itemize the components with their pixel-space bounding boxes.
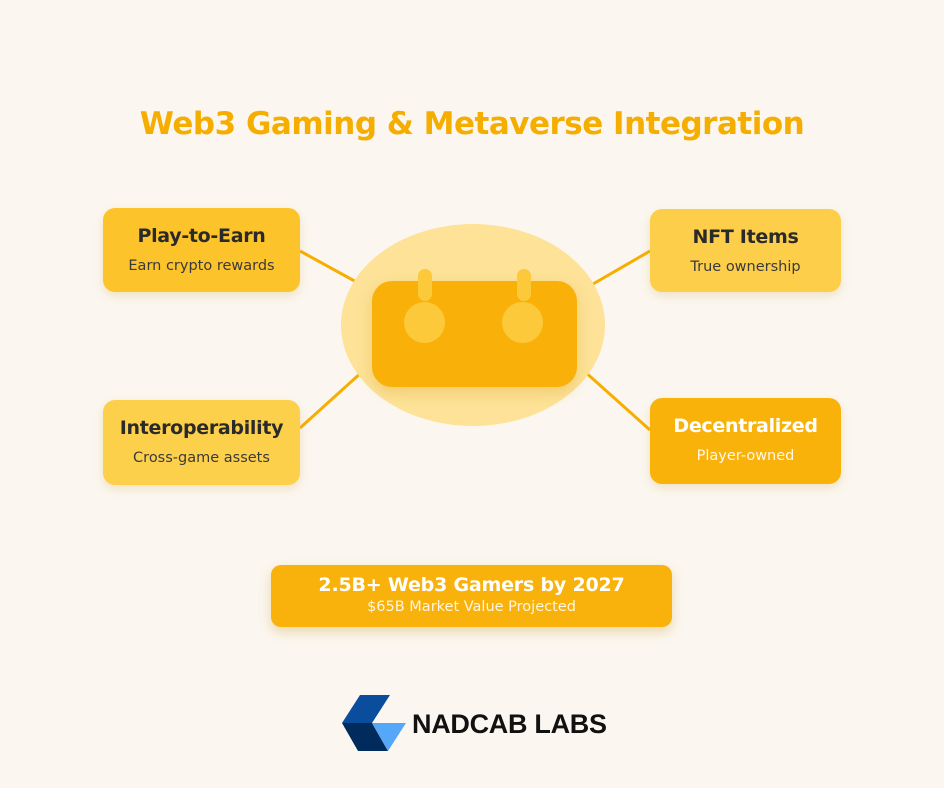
feature-card-play-to-earn: Play-to-Earn Earn crypto rewards bbox=[103, 208, 300, 292]
brand-logo: NADCAB LABS bbox=[340, 693, 610, 755]
page-title: Web3 Gaming & Metaverse Integration bbox=[139, 106, 805, 142]
stat-banner: 2.5B+ Web3 Gamers by 2027 $65B Market Va… bbox=[271, 565, 672, 627]
feature-card-nft-items: NFT Items True ownership bbox=[650, 209, 841, 292]
right-stick-icon bbox=[517, 269, 531, 301]
feature-subtitle: Earn crypto rewards bbox=[128, 258, 275, 274]
stat-headline: 2.5B+ Web3 Gamers by 2027 bbox=[318, 574, 625, 596]
feature-subtitle: True ownership bbox=[690, 259, 801, 275]
stat-subline: $65B Market Value Projected bbox=[367, 599, 576, 615]
feature-title: NFT Items bbox=[692, 226, 799, 248]
feature-card-decentralized: Decentralized Player-owned bbox=[650, 398, 841, 484]
feature-subtitle: Player-owned bbox=[696, 448, 795, 464]
feature-title: Decentralized bbox=[673, 415, 818, 437]
game-controller-icon bbox=[372, 269, 577, 387]
feature-subtitle: Cross-game assets bbox=[133, 450, 270, 466]
nadcab-logo-icon bbox=[342, 695, 406, 751]
right-button-icon bbox=[502, 302, 543, 343]
left-button-icon bbox=[404, 302, 445, 343]
feature-title: Interoperability bbox=[119, 417, 284, 439]
left-stick-icon bbox=[418, 269, 432, 301]
feature-card-interoperability: Interoperability Cross-game assets bbox=[103, 400, 300, 485]
brand-name: NADCAB LABS bbox=[412, 709, 607, 739]
feature-title: Play-to-Earn bbox=[137, 225, 266, 247]
